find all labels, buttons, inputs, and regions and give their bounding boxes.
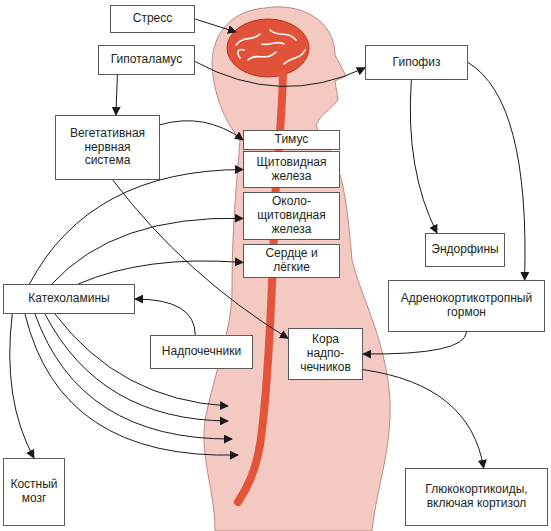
box-label: Сердце и лёгкие [256, 247, 327, 275]
connector-arrow [363, 370, 484, 468]
box-label: Тимус [275, 133, 309, 147]
box-content: Вегетативная нервная система [68, 127, 147, 168]
process-box: Кора надпо- чечников [288, 328, 363, 380]
connector-arrow [410, 80, 437, 233]
process-box: Стресс [110, 5, 195, 33]
box-content: Глюкокортикоиды, включая кортизол [416, 483, 537, 511]
process-box: Тимус [243, 130, 340, 150]
connector-arrow [113, 180, 288, 338]
connector-arrow [468, 63, 525, 281]
box-content: Сердце и лёгкие [256, 247, 327, 275]
box-label: Гипоталамус [111, 53, 182, 67]
connector-arrow [52, 218, 243, 284]
connector-arrow [195, 62, 365, 87]
process-box: Эндорфины [425, 233, 505, 267]
connector-arrow [29, 170, 243, 285]
brain [227, 19, 309, 77]
process-box: Катехоламины [3, 284, 135, 314]
connector-arrow [135, 299, 195, 335]
box-label: Стресс [133, 12, 173, 26]
box-label: Щитовидная железа [248, 156, 335, 184]
box-label: Кора надпо- чечников [297, 333, 354, 374]
connector-arrow [10, 314, 34, 458]
process-box: Щитовидная железа [243, 151, 340, 188]
box-content: Гипофиз [393, 56, 441, 70]
process-box: Глюкокортикоиды, включая кортизол [405, 468, 548, 526]
stress-arrow [195, 19, 236, 32]
body-silhouette [204, 7, 390, 531]
box-content: Адренокортикотропный гормон [395, 292, 538, 320]
box-content: Катехоламины [28, 292, 109, 306]
process-box: Около- щитовидная железа [243, 192, 340, 240]
box-content: Стресс [133, 12, 173, 26]
connector-arrow [363, 332, 467, 354]
process-box: Костный мозг [3, 458, 65, 526]
box-content: Гипоталамус [111, 53, 182, 67]
box-content: Костный мозг [8, 478, 60, 506]
box-content: Кора надпо- чечников [297, 333, 354, 374]
box-label: Костный мозг [8, 478, 60, 506]
process-box: Надпочечники [150, 335, 253, 369]
connector-arrow [78, 261, 243, 284]
process-box: Вегетативная нервная система [55, 115, 160, 180]
box-label: Около- щитовидная железа [248, 195, 335, 236]
box-label: Гипофиз [393, 56, 441, 70]
box-label: Вегетативная нервная система [68, 127, 147, 168]
box-content: Около- щитовидная железа [248, 195, 335, 236]
process-box: Сердце и лёгкие [243, 244, 340, 278]
box-label: Адренокортикотропный гормон [395, 292, 538, 320]
catecholamine-arrow [35, 314, 232, 439]
box-label: Эндорфины [431, 243, 498, 257]
box-label: Надпочечники [162, 345, 241, 359]
box-label: Глюкокортикоиды, включая кортизол [416, 483, 537, 511]
box-content: Тимус [275, 133, 309, 147]
connector-arrow [116, 75, 118, 115]
box-content: Эндорфины [431, 243, 498, 257]
box-content: Надпочечники [162, 345, 241, 359]
connector-arrow [160, 121, 243, 140]
process-box: Гипоталамус [98, 45, 195, 75]
box-content: Щитовидная железа [248, 156, 335, 184]
brain-gyri [236, 30, 305, 64]
process-box: Гипофиз [365, 45, 468, 80]
process-box: Адренокортикотропный гормон [388, 280, 545, 332]
box-label: Катехоламины [28, 292, 109, 306]
